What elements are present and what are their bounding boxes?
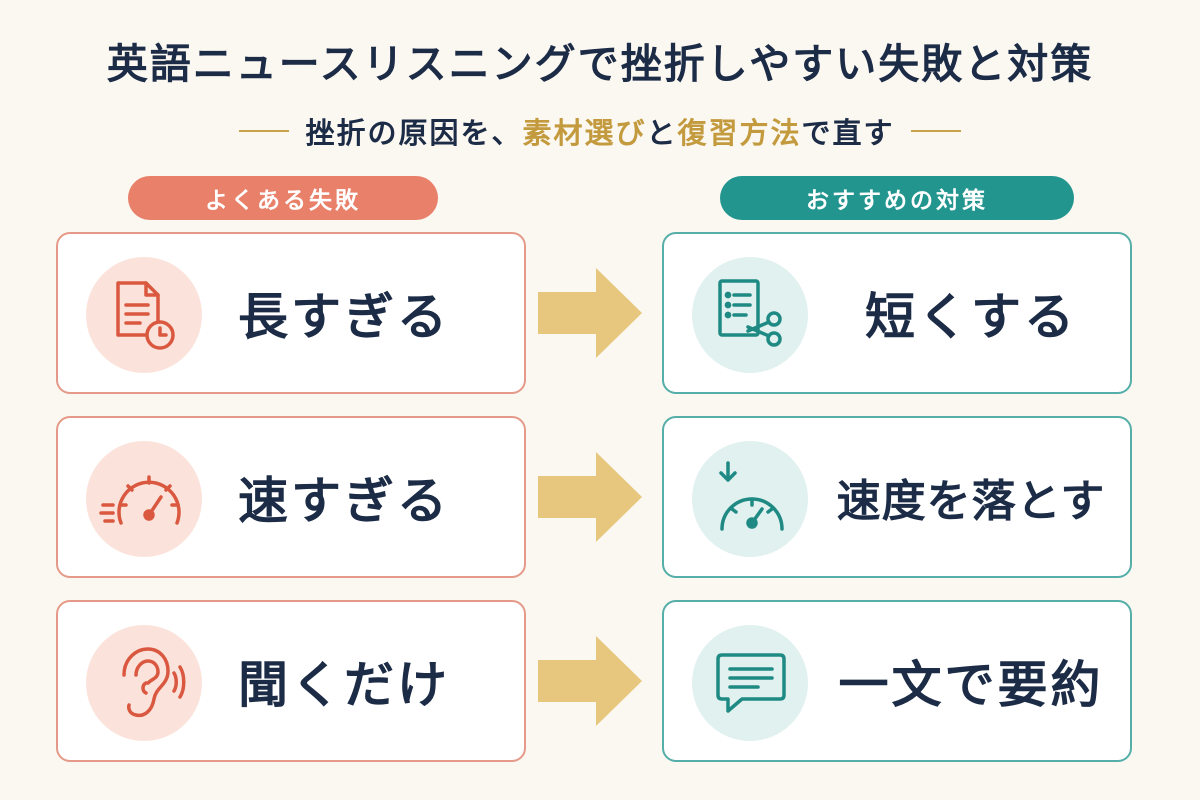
solution-icon-circle: [692, 257, 808, 373]
subtitle: 挫折の原因を、 素材選び と 復習方法 で直す: [0, 110, 1200, 152]
solution-label-slow-down: 速度を落とす: [836, 476, 1106, 527]
failure-card-just-listen: 聞くだけ: [56, 600, 526, 762]
document-scissors-icon: [718, 279, 782, 347]
failure-icon-circle: [86, 441, 202, 557]
subtitle-part1: 挫折の原因を、: [305, 116, 523, 150]
page-title: 英語ニュースリスニングで挫折しやすい失敗と対策: [106, 40, 1094, 88]
failure-card-fast: 速すぎる: [56, 416, 526, 578]
solution-card-summarize: 一文で要約: [662, 600, 1132, 762]
speech-bubble-icon: [716, 653, 786, 713]
subtitle-rule-left: [239, 130, 290, 132]
failure-label-fast: 速すぎる: [238, 472, 450, 530]
failure-label-just-listen: 聞くだけ: [238, 656, 450, 714]
speedometer-fast-icon: [99, 475, 181, 525]
solution-label-shorten: 短くする: [865, 288, 1077, 346]
subtitle-highlight2: 復習方法: [677, 116, 802, 150]
solution-label-summarize: 一文で要約: [838, 656, 1104, 714]
failure-card-long: 長すぎる: [56, 232, 526, 394]
subtitle-part3: で直す: [801, 116, 895, 150]
failures-header: よくある失敗: [128, 176, 438, 220]
document-clock-icon: [116, 281, 175, 350]
failure-label-long: 長すぎる: [238, 288, 450, 346]
subtitle-part2: と: [646, 116, 678, 150]
failure-icon-circle: [86, 257, 202, 373]
solutions-header: おすすめの対策: [720, 176, 1074, 220]
subtitle-highlight1: 素材選び: [522, 116, 647, 150]
subtitle-rule-right: [910, 130, 961, 132]
arrow-right-icon: [538, 268, 642, 358]
failure-icon-circle: [86, 625, 202, 741]
ear-icon: [122, 647, 186, 718]
solution-icon-circle: [692, 441, 808, 557]
solution-card-slow-down: 速度を落とす: [662, 416, 1132, 578]
arrow-right-icon: [538, 636, 642, 726]
arrow-right-icon: [538, 452, 642, 542]
solution-icon-circle: [692, 625, 808, 741]
solution-card-shorten: 短くする: [662, 232, 1132, 394]
speedometer-slow-icon: [719, 461, 784, 531]
